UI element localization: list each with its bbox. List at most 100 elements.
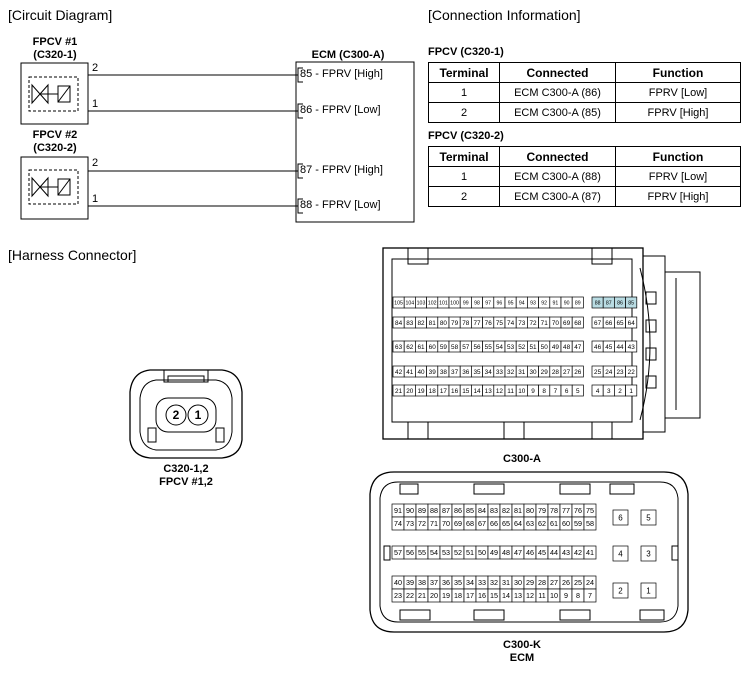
pin-number: 97 bbox=[485, 300, 491, 306]
pin-number: 40 bbox=[394, 578, 402, 587]
c300a-label: C300-A bbox=[503, 453, 541, 465]
pin-number: 53 bbox=[442, 548, 450, 557]
pin-number: 55 bbox=[418, 548, 426, 557]
pin-number: 76 bbox=[574, 506, 582, 515]
pin-number: 65 bbox=[616, 320, 624, 327]
pin-number: 77 bbox=[562, 506, 570, 515]
pin-number: 27 bbox=[563, 369, 571, 376]
pin-number: 30 bbox=[514, 578, 522, 587]
pin-number: 35 bbox=[454, 578, 462, 587]
pin-number: 50 bbox=[478, 548, 486, 557]
pin-cell bbox=[583, 516, 597, 531]
pin-number: 69 bbox=[454, 519, 462, 528]
pin-number: 88 bbox=[430, 506, 438, 515]
pin-number: 34 bbox=[485, 369, 493, 376]
pin-number: 63 bbox=[526, 519, 534, 528]
pin-number: 84 bbox=[478, 506, 486, 515]
pin-number: 44 bbox=[616, 344, 624, 351]
ecm-pin-86: 86 - FPRV [Low] bbox=[300, 104, 381, 116]
pin-number: 49 bbox=[552, 344, 560, 351]
pin-number: 103 bbox=[417, 300, 426, 306]
pin-number: 32 bbox=[507, 369, 515, 376]
pin-number: 10 bbox=[550, 591, 558, 600]
pin-number: 60 bbox=[562, 519, 570, 528]
pin-number: 57 bbox=[462, 344, 470, 351]
fpcv-pin-1: 1 bbox=[194, 408, 202, 422]
pin-number: 88 bbox=[595, 300, 601, 306]
pin-number: 38 bbox=[418, 578, 426, 587]
pin-number: 83 bbox=[490, 506, 498, 515]
pin-number: 37 bbox=[430, 578, 438, 587]
pin-number: 1 bbox=[646, 586, 651, 595]
pin-number: 59 bbox=[440, 344, 448, 351]
pin-number: 24 bbox=[586, 578, 594, 587]
pin-number: 64 bbox=[628, 320, 636, 327]
pin-number: 67 bbox=[594, 320, 602, 327]
pin-cell bbox=[612, 509, 629, 526]
pin-cell bbox=[625, 365, 638, 378]
pin-number: 82 bbox=[417, 320, 425, 327]
connected-cell: ECM C300-A (87) bbox=[499, 186, 616, 207]
pin-number: 41 bbox=[406, 369, 414, 376]
pin-number: 9 bbox=[564, 591, 568, 600]
pin-number: 90 bbox=[564, 300, 570, 306]
fpcv1-valve-symbol bbox=[20, 62, 89, 125]
pin-number: 40 bbox=[417, 369, 425, 376]
pin-number: 7 bbox=[588, 591, 592, 600]
pin-number: 42 bbox=[395, 369, 403, 376]
header-function: Function bbox=[615, 146, 741, 167]
pin-number: 56 bbox=[473, 344, 481, 351]
pin-number: 27 bbox=[550, 578, 558, 587]
pin-number: 9 bbox=[531, 388, 535, 395]
pin-number: 7 bbox=[554, 388, 558, 395]
pin-number: 5 bbox=[576, 388, 580, 395]
pin-number: 105 bbox=[394, 300, 403, 306]
pin-number: 101 bbox=[439, 300, 448, 306]
ecm-pin-85: 85 - FPRV [High] bbox=[300, 68, 383, 80]
pin-number: 6 bbox=[618, 513, 623, 522]
pin-number: 74 bbox=[394, 519, 402, 528]
pin-number: 43 bbox=[562, 548, 570, 557]
pin-number: 86 bbox=[454, 506, 462, 515]
pin-cell bbox=[625, 316, 638, 329]
pin-number: 22 bbox=[628, 369, 636, 376]
pin-number: 85 bbox=[628, 300, 634, 306]
pin-number: 59 bbox=[574, 519, 582, 528]
fpcv2-label: FPCV #2 (C320-2) bbox=[20, 129, 90, 155]
pin-number: 49 bbox=[490, 548, 498, 557]
pin-number: 2 bbox=[618, 388, 622, 395]
pin-number: 26 bbox=[562, 578, 570, 587]
pin-number: 54 bbox=[430, 548, 438, 557]
pin-number: 57 bbox=[394, 548, 402, 557]
pin-cell bbox=[571, 296, 584, 309]
pin-number: 19 bbox=[442, 591, 450, 600]
circuit-diagram-title: [Circuit Diagram] bbox=[8, 7, 113, 23]
pin-number: 82 bbox=[502, 506, 510, 515]
fpcv2-valve-symbol bbox=[20, 156, 89, 220]
pin-number: 39 bbox=[406, 578, 414, 587]
pin-number: 73 bbox=[518, 320, 526, 327]
pin-number: 25 bbox=[594, 369, 602, 376]
pin-number: 35 bbox=[473, 369, 481, 376]
pin-number: 23 bbox=[616, 369, 624, 376]
pin-number: 80 bbox=[526, 506, 534, 515]
fpcv-connector-id: C320-1,2 bbox=[163, 463, 209, 475]
pin-number: 91 bbox=[394, 506, 402, 515]
fpcv-connector-name: FPCV #1,2 bbox=[159, 476, 213, 488]
pin-cell bbox=[571, 384, 584, 397]
pin-number: 70 bbox=[442, 519, 450, 528]
ecm-title: ECM (C300-A) bbox=[311, 49, 385, 61]
table-row: 1 ECM C300-A (88) FPRV [Low] bbox=[428, 166, 741, 187]
pin-number: 79 bbox=[451, 320, 459, 327]
pin-number: 21 bbox=[395, 388, 403, 395]
pin-number: 38 bbox=[440, 369, 448, 376]
pin-number: 8 bbox=[576, 591, 580, 600]
pin-number: 23 bbox=[394, 591, 402, 600]
pin-number: 55 bbox=[485, 344, 493, 351]
pin-number: 80 bbox=[440, 320, 448, 327]
pin-number: 8 bbox=[542, 388, 546, 395]
pin-number: 13 bbox=[514, 591, 522, 600]
pin-number: 16 bbox=[451, 388, 459, 395]
header-connected: Connected bbox=[499, 62, 616, 83]
pin-number: 72 bbox=[529, 320, 537, 327]
